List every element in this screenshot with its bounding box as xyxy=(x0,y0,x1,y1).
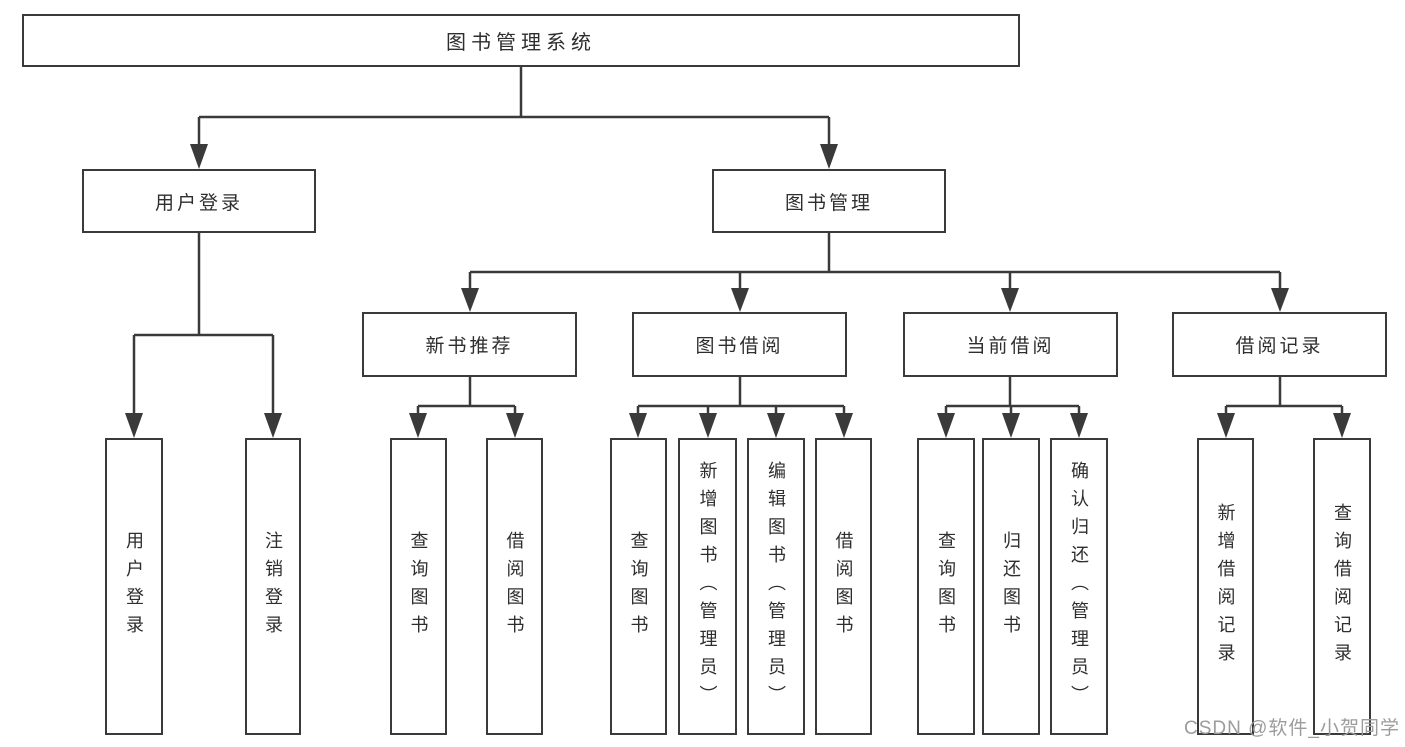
leaf-edit-book-admin-label: 编辑图书（管理员） xyxy=(766,460,786,713)
node-book-management: 图书管理 xyxy=(712,169,946,233)
leaf-user-login: 用户登录 xyxy=(105,438,163,735)
connector-newbook-to-leaves xyxy=(416,377,517,416)
node-new-book-recommend: 新书推荐 xyxy=(362,312,577,377)
leaf-edit-book-admin: 编辑图书（管理员） xyxy=(747,438,805,735)
leaf-query-book-borrow: 查询图书 xyxy=(610,438,667,735)
leaf-user-login-label: 用户登录 xyxy=(124,530,144,643)
node-borrow-record-label: 借阅记录 xyxy=(1235,336,1324,357)
leaf-return-book-label: 归还图书 xyxy=(1001,530,1021,643)
node-user-login-label: 用户登录 xyxy=(154,192,243,214)
leaf-query-book-borrow-label: 查询图书 xyxy=(628,530,649,643)
connector-borrow-to-leaves xyxy=(636,377,846,416)
node-user-login: 用户登录 xyxy=(82,169,316,233)
connector-current-to-leaves xyxy=(944,377,1081,416)
arrowheads xyxy=(125,144,1351,438)
node-book-borrow-label: 图书借阅 xyxy=(695,336,784,357)
node-new-book-recommend-label: 新书推荐 xyxy=(425,336,514,357)
leaf-query-borrow-record-label: 查询借阅记录 xyxy=(1332,502,1352,671)
leaf-logout: 注销登录 xyxy=(245,438,301,735)
leaf-add-book-admin: 新增图书（管理员） xyxy=(678,438,737,735)
leaf-logout-label: 注销登录 xyxy=(263,530,283,643)
csdn-watermark: CSDN @软件_小贺同学 xyxy=(1184,718,1400,739)
node-borrow-record: 借阅记录 xyxy=(1172,312,1387,377)
leaf-borrow-book: 借阅图书 xyxy=(815,438,872,735)
node-root-label: 图书管理系统 xyxy=(446,32,596,54)
node-root: 图书管理系统 xyxy=(22,14,1020,67)
leaf-add-book-admin-label: 新增图书（管理员） xyxy=(697,460,718,713)
leaf-query-book-current: 查询图书 xyxy=(917,438,975,735)
node-book-borrow: 图书借阅 xyxy=(632,312,847,377)
node-book-management-label: 图书管理 xyxy=(784,192,873,214)
leaf-borrow-book-recommend: 借阅图书 xyxy=(486,438,543,735)
connector-userlogin-to-leaves xyxy=(132,233,275,416)
leaf-query-book-recommend-label: 查询图书 xyxy=(408,530,429,643)
node-current-borrow-label: 当前借阅 xyxy=(966,336,1055,357)
node-current-borrow: 当前借阅 xyxy=(903,312,1118,377)
connector-bookmgmt-to-level3 xyxy=(468,233,1282,291)
leaf-query-book-recommend: 查询图书 xyxy=(390,438,447,735)
leaf-borrow-book-recommend-label: 借阅图书 xyxy=(504,530,525,643)
leaf-borrow-book-label: 借阅图书 xyxy=(833,530,854,643)
leaf-confirm-return-admin: 确认归还（管理员） xyxy=(1050,438,1108,735)
leaf-query-borrow-record: 查询借阅记录 xyxy=(1313,438,1371,735)
leaf-return-book: 归还图书 xyxy=(982,438,1040,735)
leaf-confirm-return-admin-label: 确认归还（管理员） xyxy=(1069,460,1089,713)
connector-record-to-leaves xyxy=(1224,377,1344,416)
leaf-add-borrow-record: 新增借阅记录 xyxy=(1197,438,1254,735)
leaf-query-book-current-label: 查询图书 xyxy=(936,530,956,643)
leaf-add-borrow-record-label: 新增借阅记录 xyxy=(1215,502,1236,671)
connector-root-to-level2 xyxy=(197,67,831,148)
